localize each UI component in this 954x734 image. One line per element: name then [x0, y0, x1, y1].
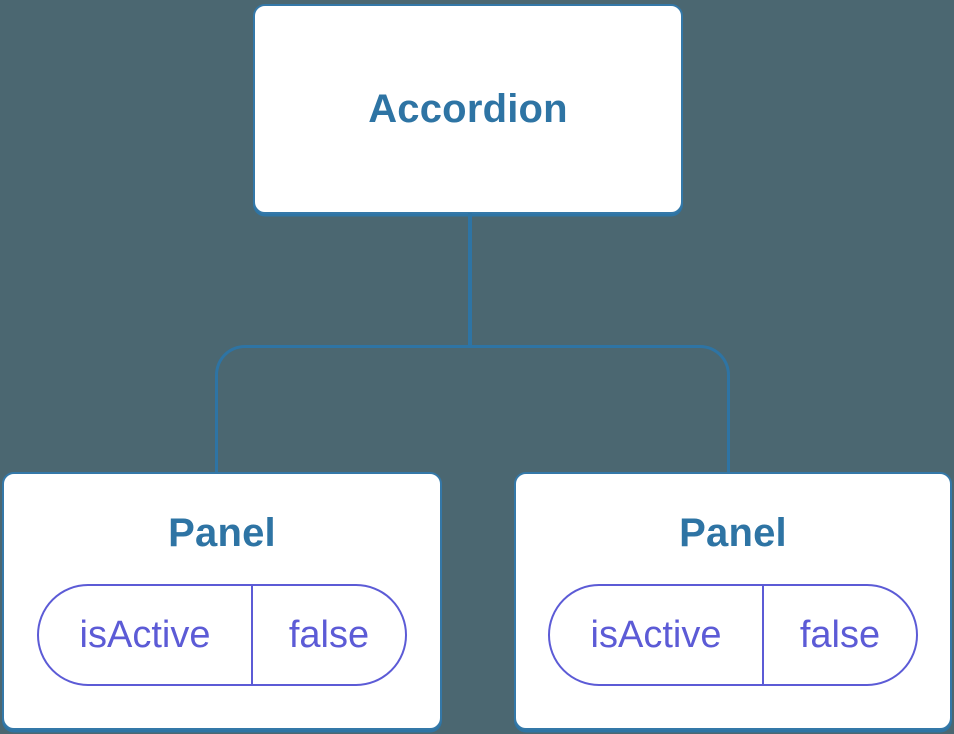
panel-2-state-value: false — [762, 586, 916, 684]
accordion-node: Accordion — [253, 4, 683, 214]
panel-1-state-key: isActive — [79, 613, 211, 656]
panel-2-label: Panel — [679, 511, 787, 555]
connector-stem-line — [468, 213, 472, 348]
accordion-label: Accordion — [368, 87, 568, 131]
panel-1-label: Panel — [168, 511, 276, 555]
panel-node-1: Panel isActive false — [2, 472, 442, 730]
panel-1-state-value: false — [251, 586, 405, 684]
panel-1-state-pill: isActive false — [37, 584, 407, 686]
panel-2-state-pill: isActive false — [548, 584, 918, 686]
connector-branch-line — [215, 345, 730, 472]
panel-node-2: Panel isActive false — [514, 472, 952, 730]
panel-2-state-key: isActive — [590, 613, 722, 656]
